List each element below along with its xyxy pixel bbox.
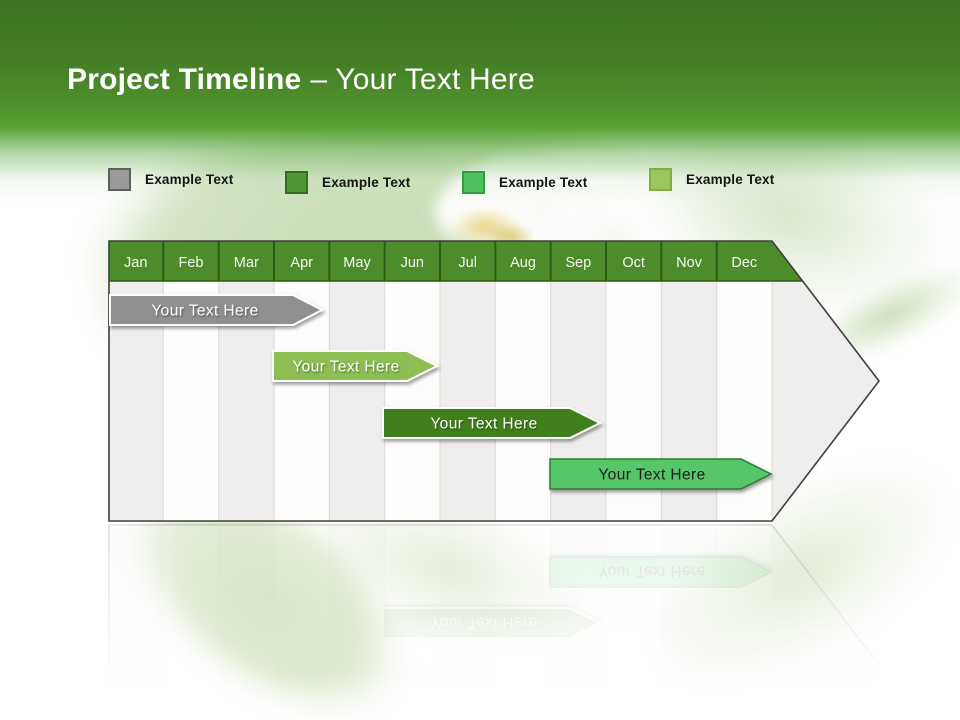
task-bar-4 (549, 458, 773, 490)
legend-item: Example Text (108, 168, 233, 191)
timeline-arrow-svg: Jan Feb Mar Apr May Jun Jul Aug Sep Oct … (108, 524, 881, 720)
month-header-band (109, 241, 803, 281)
legend-swatch-light-green (649, 168, 672, 191)
column-gridlines (162, 525, 773, 720)
month-stripe (384, 281, 440, 521)
task-bar-3 (382, 407, 603, 439)
task-bars: Your Text Here Your Text Here Your Text … (109, 294, 773, 490)
task-bar-2 (272, 664, 440, 696)
month-stripe (495, 525, 551, 720)
legend-label: Example Text (686, 172, 775, 187)
timeline-reflection: Jan Feb Mar Apr May Jun Jul Aug Sep Oct … (108, 524, 881, 720)
legend-item: Example Text (649, 168, 774, 191)
month-label: Mar (234, 255, 259, 271)
task-bar-1-label: Your Text Here (151, 303, 258, 320)
task-bar-4-label: Your Text Here (598, 563, 705, 580)
task-bar-2-label: Your Text Here (292, 671, 399, 688)
task-bar-2 (272, 350, 440, 382)
arrow-body (109, 525, 879, 720)
page-title-regular: – Your Text Here (310, 63, 535, 96)
month-label: Feb (179, 255, 204, 271)
month-label: Jul (458, 255, 477, 271)
month-stripe (163, 525, 219, 720)
task-bar-2-label: Your Text Here (292, 359, 399, 376)
task-bar-4 (549, 556, 773, 588)
task-bar-3 (382, 607, 603, 639)
task-bar-1 (109, 294, 325, 326)
month-label: Jun (401, 255, 424, 271)
month-label: May (343, 255, 371, 271)
month-header-separators (162, 241, 718, 281)
month-label: Oct (622, 255, 645, 271)
month-stripe (716, 525, 772, 720)
legend-swatch-green (462, 171, 485, 194)
page-title-bold: Project Timeline (67, 63, 302, 96)
month-label: Apr (290, 255, 313, 271)
task-bar-3-label: Your Text Here (430, 416, 537, 433)
month-label: Dec (731, 255, 757, 271)
task-bars: Your Text Here Your Text Here Your Text … (272, 556, 773, 696)
month-label: Nov (676, 255, 703, 271)
task-bar-4-label: Your Text Here (598, 467, 705, 484)
legend-label: Example Text (322, 175, 411, 190)
arrow-outline (108, 240, 881, 522)
timeline-arrow-group: Jan Feb Mar Apr May Jun Jul Aug Sep Oct … (108, 240, 881, 522)
month-label: Sep (565, 255, 591, 271)
month-stripe (384, 525, 440, 720)
legend-swatch-gray (108, 168, 131, 191)
legend-label: Example Text (499, 175, 588, 190)
month-stripe (274, 525, 330, 720)
legend-item: Example Text (462, 171, 587, 194)
timeline-arrow-svg: Jan Feb Mar Apr May Jun Jul Aug Sep Oct … (108, 240, 881, 522)
legend-label: Example Text (145, 172, 234, 187)
task-bar-3-label: Your Text Here (430, 614, 537, 631)
arrow-outline (108, 524, 881, 720)
legend-item: Example Text (285, 171, 410, 194)
month-labels: Jan Feb Mar Apr May Jun Jul Aug Sep Oct … (124, 255, 757, 271)
month-label: Jan (124, 255, 147, 271)
month-stripe (495, 281, 551, 521)
month-label: Aug (510, 255, 536, 271)
month-stripes (163, 525, 772, 720)
page-title: Project Timeline– Your Text Here (67, 63, 535, 96)
month-stripe (606, 525, 662, 720)
legend-swatch-dark-green (285, 171, 308, 194)
